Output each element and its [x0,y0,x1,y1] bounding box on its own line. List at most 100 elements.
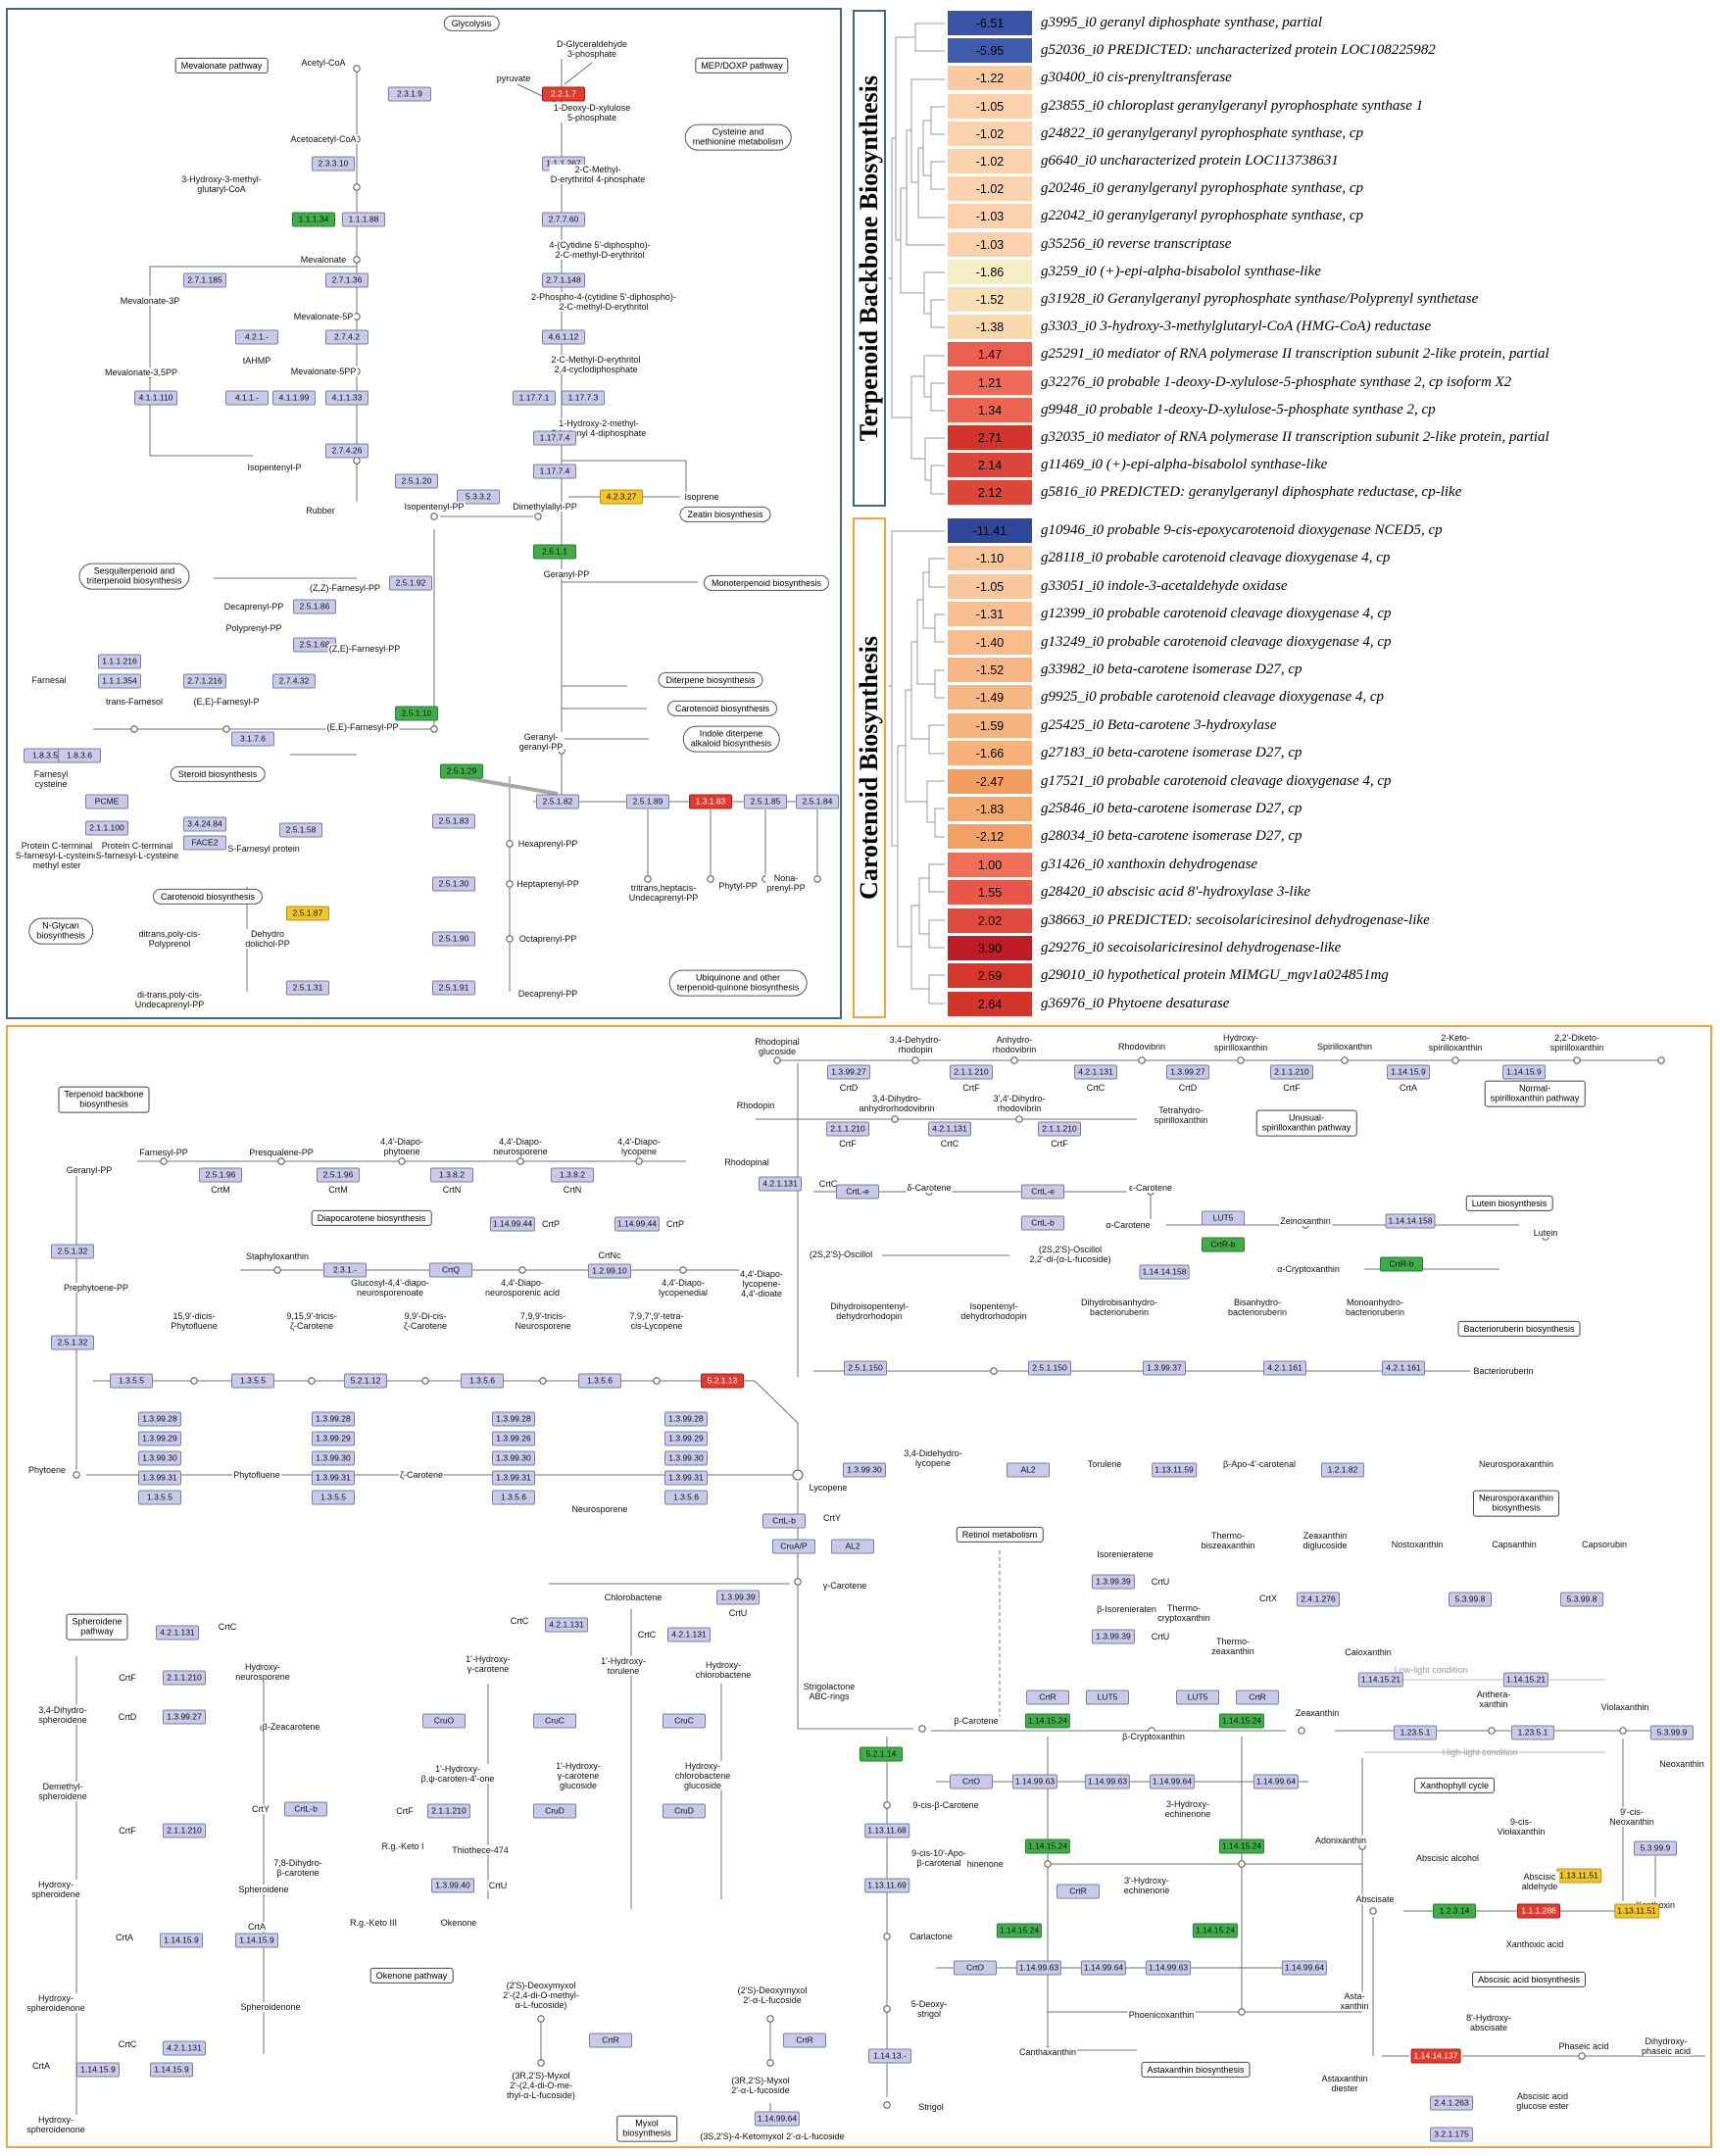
enzyme-box[interactable]: CrtQ [429,1262,472,1278]
enzyme-box[interactable]: 2.5.1.32 [51,1244,94,1259]
enzyme-box[interactable]: 1.3.99.27 [1166,1064,1209,1080]
enzyme-box[interactable]: 1.14.99.64 [1149,1774,1196,1789]
enzyme-box[interactable]: 2.1.1.210 [1270,1064,1313,1080]
enzyme-box[interactable]: CrtR [1236,1690,1279,1705]
enzyme-box[interactable]: 1.14.15.9 [150,2062,193,2078]
enzyme-box[interactable]: 1.3.99.29 [138,1431,181,1446]
enzyme-box[interactable]: 1.14.15.24 [1024,1713,1071,1729]
enzyme-box[interactable]: 1.14.99.64 [1281,1960,1328,1976]
enzyme-box[interactable]: 4.2.1.131 [545,1617,588,1633]
enzyme-box[interactable]: 1.3.5.6 [461,1373,504,1389]
enzyme-box[interactable]: 1.3.99.39 [716,1590,760,1605]
enzyme-box[interactable]: 1.13.11.51 [1556,1868,1601,1884]
enzyme-box[interactable]: 1.3.99.37 [1143,1360,1186,1376]
enzyme-box[interactable]: CrtL-b [284,1801,327,1817]
enzyme-box[interactable]: 1.3.99.30 [664,1450,708,1466]
pathway-link-box[interactable]: Terpenoid backbone biosynthesis [58,1086,150,1113]
enzyme-box[interactable]: AL2 [1007,1462,1050,1478]
pathway-link-box[interactable]: Myxol biosynthesis [616,2115,677,2142]
enzyme-box[interactable]: 1.3.99.28 [664,1411,708,1427]
enzyme-box[interactable]: 1.3.99.28 [492,1411,535,1427]
enzyme-box[interactable]: 1.14.15.24 [1218,1838,1265,1854]
enzyme-box[interactable]: CrtL-b [762,1513,806,1529]
enzyme-box[interactable]: CrtR [783,2033,826,2048]
enzyme-box[interactable]: 1.14.15.21 [1357,1672,1404,1688]
enzyme-box[interactable]: 1.14.15.9 [235,1933,278,1948]
enzyme-box[interactable]: 1.3.99.29 [664,1431,708,1446]
enzyme-box[interactable]: 5.3.99.9 [1634,1840,1677,1856]
enzyme-box[interactable]: 1.3.99.30 [138,1450,181,1466]
enzyme-box[interactable]: 1.14.15.9 [76,2062,120,2078]
enzyme-box[interactable]: 2.5.1.150 [1028,1360,1071,1376]
enzyme-box[interactable]: LUT5 [1202,1210,1245,1226]
enzyme-box[interactable]: 5.2.1.13 [701,1373,744,1389]
enzyme-box[interactable]: 4.2.1.161 [1263,1360,1306,1376]
enzyme-box[interactable]: CrtR [589,2033,632,2048]
enzyme-box[interactable]: 2.3.1.- [323,1262,367,1278]
pathway-link-box[interactable]: Xanthophyll cycle [1413,1777,1496,1794]
enzyme-box[interactable]: 1.3.99.31 [312,1470,355,1486]
enzyme-box[interactable]: 4.2.1.131 [156,1625,199,1641]
enzyme-box[interactable]: 1.14.15.21 [1502,1672,1549,1688]
enzyme-box[interactable]: 1.3.99.39 [1092,1574,1135,1590]
pathway-link-box[interactable]: Spheroidene pathway [66,1613,128,1641]
enzyme-box[interactable]: 2.1.1.210 [163,1670,206,1686]
enzyme-box[interactable]: 1.14.15.9 [160,1933,203,1948]
enzyme-box[interactable]: CrtR-b [1380,1256,1423,1272]
enzyme-box[interactable]: 3.2.1.175 [1430,2127,1473,2142]
pathway-link-box[interactable]: Unusual- spirilloxanthin pathway [1255,1109,1357,1137]
pathway-link-box[interactable]: Bacterioruberin biosynthesis [1457,1320,1581,1338]
pathway-link-box[interactable]: Okenone pathway [369,1967,454,1984]
pathway-link-box[interactable]: Retinol metabolism [956,1526,1044,1544]
enzyme-box[interactable]: CrtO [950,1774,993,1789]
enzyme-box[interactable]: 2.5.1.96 [199,1167,242,1183]
enzyme-box[interactable]: 1.14.13.- [868,2048,911,2064]
enzyme-box[interactable]: 1.3.99.27 [827,1064,870,1080]
enzyme-box[interactable]: 1.3.5.6 [578,1373,621,1389]
enzyme-box[interactable]: 1.14.14.158 [1385,1213,1436,1229]
enzyme-box[interactable]: 1.13.11.68 [864,1823,909,1838]
enzyme-box[interactable]: 2.5.1.150 [844,1360,887,1376]
enzyme-box[interactable]: 1.2.3.14 [1433,1903,1476,1919]
enzyme-box[interactable]: 1.3.99.30 [843,1462,886,1478]
enzyme-box[interactable]: 1.14.15.24 [1192,1923,1239,1938]
enzyme-box[interactable]: CruC [533,1713,576,1729]
enzyme-box[interactable]: CrtL-b [1021,1215,1064,1231]
enzyme-box[interactable]: 5.3.99.9 [1650,1725,1694,1740]
enzyme-box[interactable]: 4.2.1.161 [1382,1360,1425,1376]
enzyme-box[interactable]: 1.3.99.30 [312,1450,355,1466]
enzyme-box[interactable]: 2.1.1.210 [163,1823,206,1838]
enzyme-box[interactable]: 1.3.5.6 [492,1490,535,1505]
enzyme-box[interactable]: 1.14.99.63 [1015,1960,1062,1976]
enzyme-box[interactable]: 1.3.5.5 [312,1490,355,1505]
enzyme-box[interactable]: 2.1.1.210 [950,1064,993,1080]
enzyme-box[interactable]: 1.3.99.31 [664,1470,708,1486]
enzyme-box[interactable]: 5.3.99.8 [1560,1592,1603,1607]
enzyme-box[interactable]: CruC [663,1713,706,1729]
enzyme-box[interactable]: 1.14.99.64 [754,2111,801,2127]
pathway-link-box[interactable]: Lutein biosynthesis [1465,1195,1553,1212]
enzyme-box[interactable]: 1.3.99.30 [492,1450,535,1466]
enzyme-box[interactable]: 1.14.99.63 [1011,1774,1058,1789]
enzyme-box[interactable]: CrtO [954,1960,997,1976]
pathway-link-box[interactable]: Diapocarotene biosynthesis [311,1209,432,1227]
enzyme-box[interactable]: 1.3.5.5 [110,1373,153,1389]
enzyme-box[interactable]: 1.13.11.69 [864,1878,909,1893]
enzyme-box[interactable]: 2.5.1.32 [51,1335,94,1350]
enzyme-box[interactable]: 1.3.5.6 [664,1490,708,1505]
enzyme-box[interactable]: 1.14.99.44 [489,1216,536,1232]
enzyme-box[interactable]: CrtL-e [1021,1184,1064,1200]
enzyme-box[interactable]: CruD [663,1803,706,1819]
enzyme-box[interactable]: 1.3.8.2 [551,1167,594,1183]
enzyme-box[interactable]: 1.14.99.63 [1145,1960,1192,1976]
enzyme-box[interactable]: 1.13.11.59 [1152,1462,1197,1478]
pathway-link-box[interactable]: Abscisic acid biosynthesis [1471,1971,1587,1988]
enzyme-box[interactable]: 1.3.99.29 [312,1431,355,1446]
enzyme-box[interactable]: 1.1.1.288 [1517,1903,1560,1919]
enzyme-box[interactable]: 1.14.99.64 [1253,1774,1300,1789]
enzyme-box[interactable]: 1.3.99.39 [1092,1629,1135,1644]
enzyme-box[interactable]: 2.4.1.276 [1297,1592,1340,1607]
enzyme-box[interactable]: 1.3.99.31 [492,1470,535,1486]
enzyme-box[interactable]: 1.3.5.5 [138,1490,181,1505]
enzyme-box[interactable]: 4.2.1.131 [759,1176,802,1192]
